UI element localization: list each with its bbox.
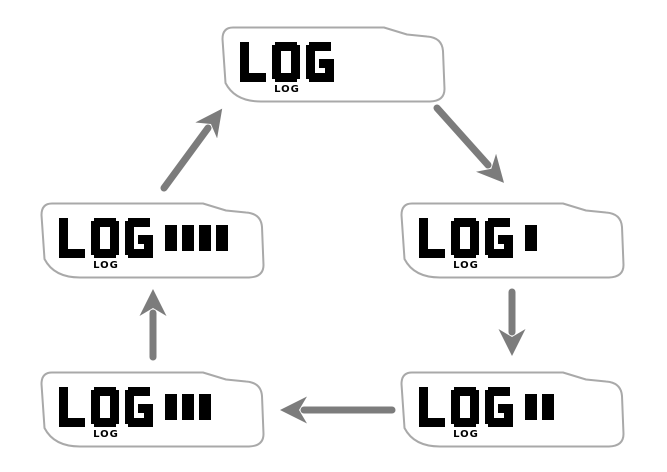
lcd-display-text xyxy=(59,218,228,258)
lcd-display-text xyxy=(419,218,537,258)
lcd-mode-label: LOG xyxy=(274,84,300,95)
lcd-screen-top: LOG xyxy=(221,26,446,103)
lcd-mode-label: LOG xyxy=(453,429,479,440)
lcd-display-text xyxy=(240,42,334,82)
arrow-left-to-top xyxy=(160,108,223,192)
lcd-mode-label: LOG xyxy=(453,260,479,271)
lcd-screen-bottom-left: LOG xyxy=(40,371,265,448)
lcd-screen-middle-right: LOG xyxy=(400,202,625,279)
lcd-mode-label: LOG xyxy=(93,429,119,440)
lcd-display-text xyxy=(59,387,211,427)
lcd-mode-label: LOG xyxy=(93,260,119,271)
lcd-display-text xyxy=(419,387,554,427)
arrow-top-to-right xyxy=(433,104,505,183)
lcd-screen-middle-left: LOG xyxy=(40,202,265,279)
lcd-screen-bottom-right: LOG xyxy=(400,371,625,448)
